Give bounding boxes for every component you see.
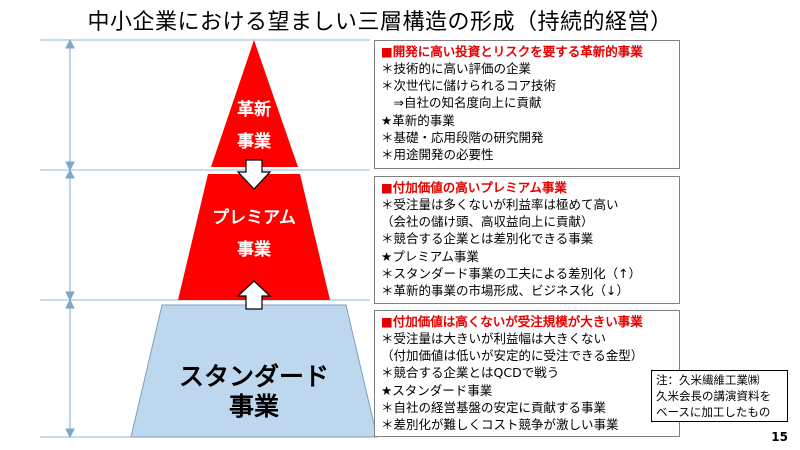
box-line: ＊競合する企業とはQCDで戦う (381, 365, 560, 381)
box-line: ＊革新的事業の市場形成、ビジネス化（↓） (381, 283, 629, 299)
box-heading: ■開発に高い投資とリスクを要する革新的事業 (381, 44, 643, 59)
box-line: ★スタンダード事業 (381, 382, 493, 398)
box-line: ＊スタンダード事業の工夫による差別化（↑） (381, 265, 642, 281)
tier-bottom-line2: 事業 (228, 392, 279, 421)
note-line: 久米会長の講演資料を (656, 389, 771, 403)
page-title: 中小企業における望ましい三層構造の形成（持続的経営） (87, 10, 673, 35)
tier-top-label: 革新 事業 (204, 94, 304, 158)
box-line: ＊受注量は多くないが利益率は極めて高い (381, 197, 619, 212)
box-line: ＊競合する企業とは差別化できる事業 (381, 231, 594, 247)
box-line: （付加価値は低いが安定的に受注できる金型） (381, 348, 644, 364)
box-line: ＊技術的に高い評価の企業 (381, 61, 532, 76)
source-note: 注：久米繊維工業㈱ 久米会長の講演資料を ベースに加工したもの (651, 370, 788, 422)
box-line: ＊受注量は大きいが利益幅は大きくない (381, 331, 607, 346)
tier-bottom-shape (130, 304, 378, 438)
description-box-innovative: ■開発に高い投資とリスクを要する革新的事業 ＊技術的に高い評価の企業 ＊次世代に… (374, 40, 680, 169)
tier-middle-shape (178, 174, 330, 300)
level-arrows (65, 38, 75, 439)
tier-top-shape (211, 40, 298, 167)
tier-middle-line2: 事業 (237, 240, 271, 260)
down-arrow-icon (236, 159, 272, 190)
note-line: 注：久米繊維工業㈱ (656, 373, 760, 387)
box-line: ＊基礎・応用段階の研究開発 (381, 129, 544, 145)
box-line: ＊差別化が難しくコスト競争が激しい事業 (381, 417, 619, 433)
up-arrow-icon (236, 280, 272, 310)
box-heading: ■付加価値の高いプレミアム事業 (381, 180, 567, 195)
description-box-standard: ■付加価値は高くないが受注規模が大きい事業 ＊受注量は大きいが利益幅は大きくない… (374, 310, 680, 437)
box-line: ＊次世代に儲けられるコア技術 (381, 78, 557, 94)
tier-top-line1: 革新 (237, 100, 271, 120)
box-line: ⇒自社の知名度向上に貢献 (381, 95, 542, 111)
box-line: （会社の儲け頭、高収益向上に貢献） (381, 214, 594, 230)
tier-middle-label: プレミアム 事業 (194, 202, 314, 266)
box-line: ★革新的事業 (381, 112, 455, 128)
box-line: ＊自社の経営基盤の安定に貢献する事業 (381, 399, 607, 415)
note-line: ベースに加工したもの (656, 405, 771, 419)
box-line: ★プレミアム事業 (381, 248, 479, 264)
page-number: 15 (771, 430, 788, 444)
tier-top-line2: 事業 (237, 132, 271, 152)
tier-bottom-line1: スタンダード (178, 362, 329, 391)
box-line: ＊用途開発の必要性 (381, 147, 494, 163)
tier-bottom-label: スタンダード 事業 (164, 362, 344, 422)
description-box-premium: ■付加価値の高いプレミアム事業 ＊受注量は多くないが利益率は極めて高い （会社の… (374, 176, 680, 304)
box-heading: ■付加価値は高くないが受注規模が大きい事業 (381, 314, 643, 329)
tier-middle-line1: プレミアム (212, 208, 296, 228)
